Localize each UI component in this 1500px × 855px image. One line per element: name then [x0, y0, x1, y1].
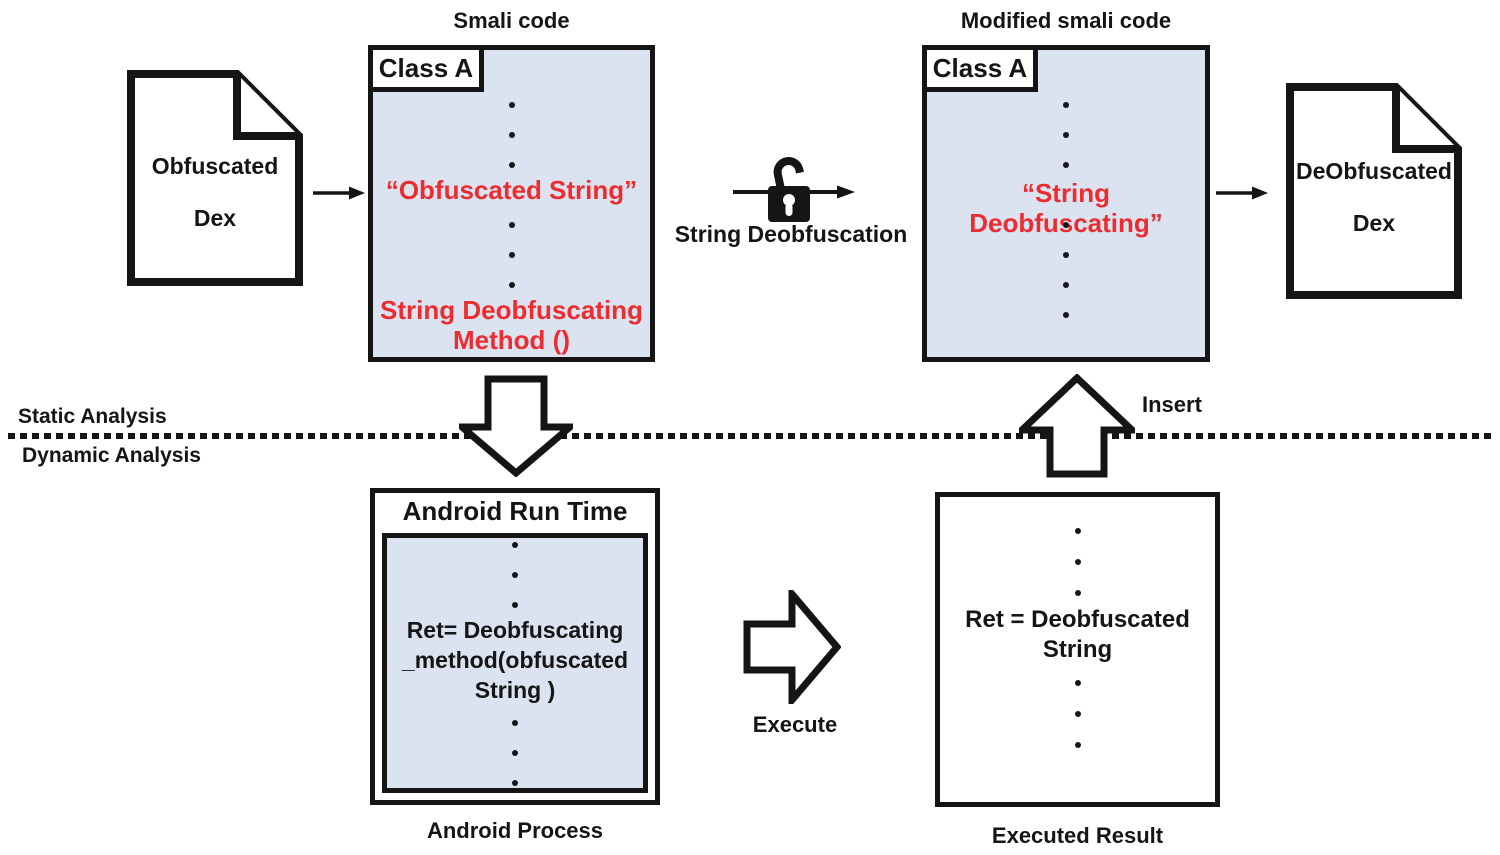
call-line3: String ) — [474, 677, 556, 703]
ellipsis-dots — [368, 222, 655, 288]
unlock-icon — [768, 157, 810, 222]
insert-label: Insert — [1142, 392, 1202, 417]
executed-result-caption: Executed Result — [991, 823, 1164, 848]
block-arrow-up-icon — [1019, 374, 1135, 478]
deobfuscating-method-text: String Deobfuscating Method () — [368, 295, 655, 355]
document-icon — [1286, 83, 1462, 299]
dynamic-analysis-label: Dynamic Analysis — [22, 444, 201, 467]
document-label-line1: Obfuscated — [151, 153, 279, 179]
class-a-label: Class A — [378, 53, 474, 83]
document-label-line2: Dex — [193, 205, 237, 231]
result-line2: String — [1042, 636, 1113, 663]
call-line1: Ret= Deobfuscating — [406, 617, 624, 643]
static-analysis-label: Static Analysis — [18, 405, 167, 428]
ellipsis-dots — [382, 720, 648, 786]
ret-deobfuscated-string-text: Ret = Deobfuscated String — [935, 605, 1220, 665]
obfuscated-string-text: “Obfuscated String” — [385, 175, 638, 205]
deobfuscating-method-line1: String Deobfuscating — [380, 295, 643, 325]
document-icon — [127, 70, 303, 286]
arrow-right-icon — [313, 186, 365, 200]
call-line2: _method(obfuscated — [401, 647, 629, 673]
android-runtime-title: Android Run Time — [402, 496, 628, 526]
class-a-label: Class A — [932, 53, 1028, 83]
ellipsis-dots — [935, 680, 1220, 748]
string-deobfuscation-label: String Deobfuscation — [674, 221, 908, 247]
class-a-tab: Class A — [368, 45, 484, 92]
arrow-right-icon — [1216, 186, 1268, 200]
obfuscated-dex-document: Obfuscated Dex — [127, 70, 303, 286]
block-arrow-down-icon — [459, 375, 573, 477]
ellipsis-dots — [368, 102, 655, 168]
document-label-line1: DeObfuscated — [1296, 158, 1452, 184]
result-line1: Ret = Deobfuscated — [965, 606, 1190, 633]
ret-deobfuscating-call-text: Ret= Deobfuscating _method(obfuscated St… — [382, 615, 648, 705]
class-a-tab: Class A — [922, 45, 1038, 92]
ellipsis-dots — [922, 102, 1210, 168]
deobfuscating-method-line2: Method () — [453, 325, 570, 355]
executed-result-box — [935, 492, 1220, 807]
analysis-divider-dotted-line — [8, 433, 1492, 439]
deobfuscated-dex-document: DeObfuscated Dex — [1286, 83, 1462, 299]
ellipsis-dots — [935, 528, 1220, 596]
modified-smali-code-title: Modified smali code — [960, 8, 1172, 33]
document-label-line2: Dex — [1352, 210, 1396, 236]
block-arrow-right-icon — [743, 590, 841, 704]
smali-code-title: Smali code — [453, 8, 570, 33]
ellipsis-dots — [922, 222, 1210, 318]
ellipsis-dots — [382, 542, 648, 608]
smali-code-box — [368, 45, 655, 362]
modified-smali-code-box — [922, 45, 1210, 362]
execute-label: Execute — [752, 712, 838, 737]
android-process-caption: Android Process — [426, 818, 604, 843]
